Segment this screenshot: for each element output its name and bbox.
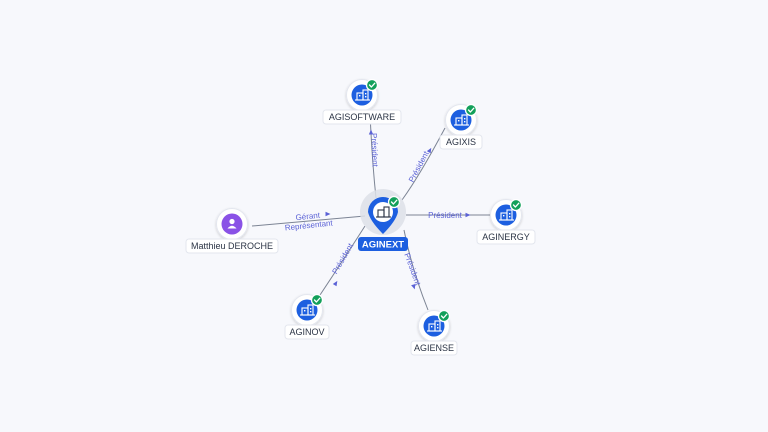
node-label: Matthieu DEROCHE: [191, 241, 273, 251]
center-node[interactable]: AGINEXT: [358, 189, 408, 251]
node-label-box: [322, 109, 402, 125]
verified-badge-icon: [387, 195, 401, 209]
node-label-box: [284, 324, 330, 340]
node-agisoftware[interactable]: AGISOFTWARE: [322, 78, 402, 125]
edge-label: Gérant: [295, 211, 321, 223]
verified-badge-icon: [365, 78, 379, 92]
edge-label: Président: [330, 241, 355, 275]
node-label: AGINOV: [289, 327, 324, 337]
arrow-icon: [332, 280, 338, 287]
node-agiense[interactable]: AGIENSE: [410, 309, 458, 356]
arrow-icon: [426, 147, 432, 154]
arrow-icon: [411, 283, 416, 290]
node-label-box: [476, 229, 536, 245]
edge-label: Président: [428, 211, 463, 220]
node-matthieu[interactable]: Matthieu DEROCHE: [185, 208, 279, 254]
person-icon: [227, 218, 237, 229]
building-icon: [376, 206, 391, 218]
edge-aginov[interactable]: Président: [317, 225, 366, 299]
node-label: AGINERGY: [482, 232, 530, 242]
node-aginergy[interactable]: AGINERGY: [476, 198, 536, 245]
node-label-box: [410, 340, 458, 356]
edge-agixis[interactable]: Président: [401, 127, 446, 201]
edge-label: Président: [369, 133, 379, 168]
building-icon: [300, 304, 315, 316]
edge-label: Président: [402, 252, 422, 288]
node-agixis[interactable]: AGIXIS: [439, 103, 483, 150]
edge-agisoftware[interactable]: Président: [368, 112, 380, 199]
edge-label: Représentant: [284, 218, 333, 232]
arrow-icon: [465, 212, 471, 218]
node-aginov[interactable]: AGINOV: [284, 293, 330, 340]
edge-line: [317, 225, 366, 299]
center-label-box: [358, 237, 408, 251]
building-icon: [454, 114, 469, 126]
node-label: AGISOFTWARE: [329, 112, 395, 122]
edge-aginergy[interactable]: Président: [406, 211, 490, 220]
node-label-box: [439, 134, 483, 150]
node-label-box: [185, 238, 279, 254]
edge-line: [251, 215, 366, 227]
verified-badge-icon: [437, 309, 451, 323]
building-icon: [427, 320, 442, 332]
center-label: AGINEXT: [362, 240, 404, 251]
building-icon: [355, 89, 370, 101]
node-label: AGIENSE: [414, 343, 454, 353]
nodes-layer: AGISOFTWARE AGIXIS AGINERGY AGIENSE AGINOV Ma…: [185, 78, 536, 356]
edge-label: Président: [407, 149, 431, 184]
verified-badge-icon: [464, 103, 478, 117]
arrow-icon: [325, 211, 331, 217]
verified-badge-icon: [310, 293, 324, 307]
verified-badge-icon: [509, 198, 523, 212]
arrow-icon: [368, 129, 374, 135]
building-icon: [499, 209, 514, 221]
node-label: AGIXIS: [446, 137, 476, 147]
